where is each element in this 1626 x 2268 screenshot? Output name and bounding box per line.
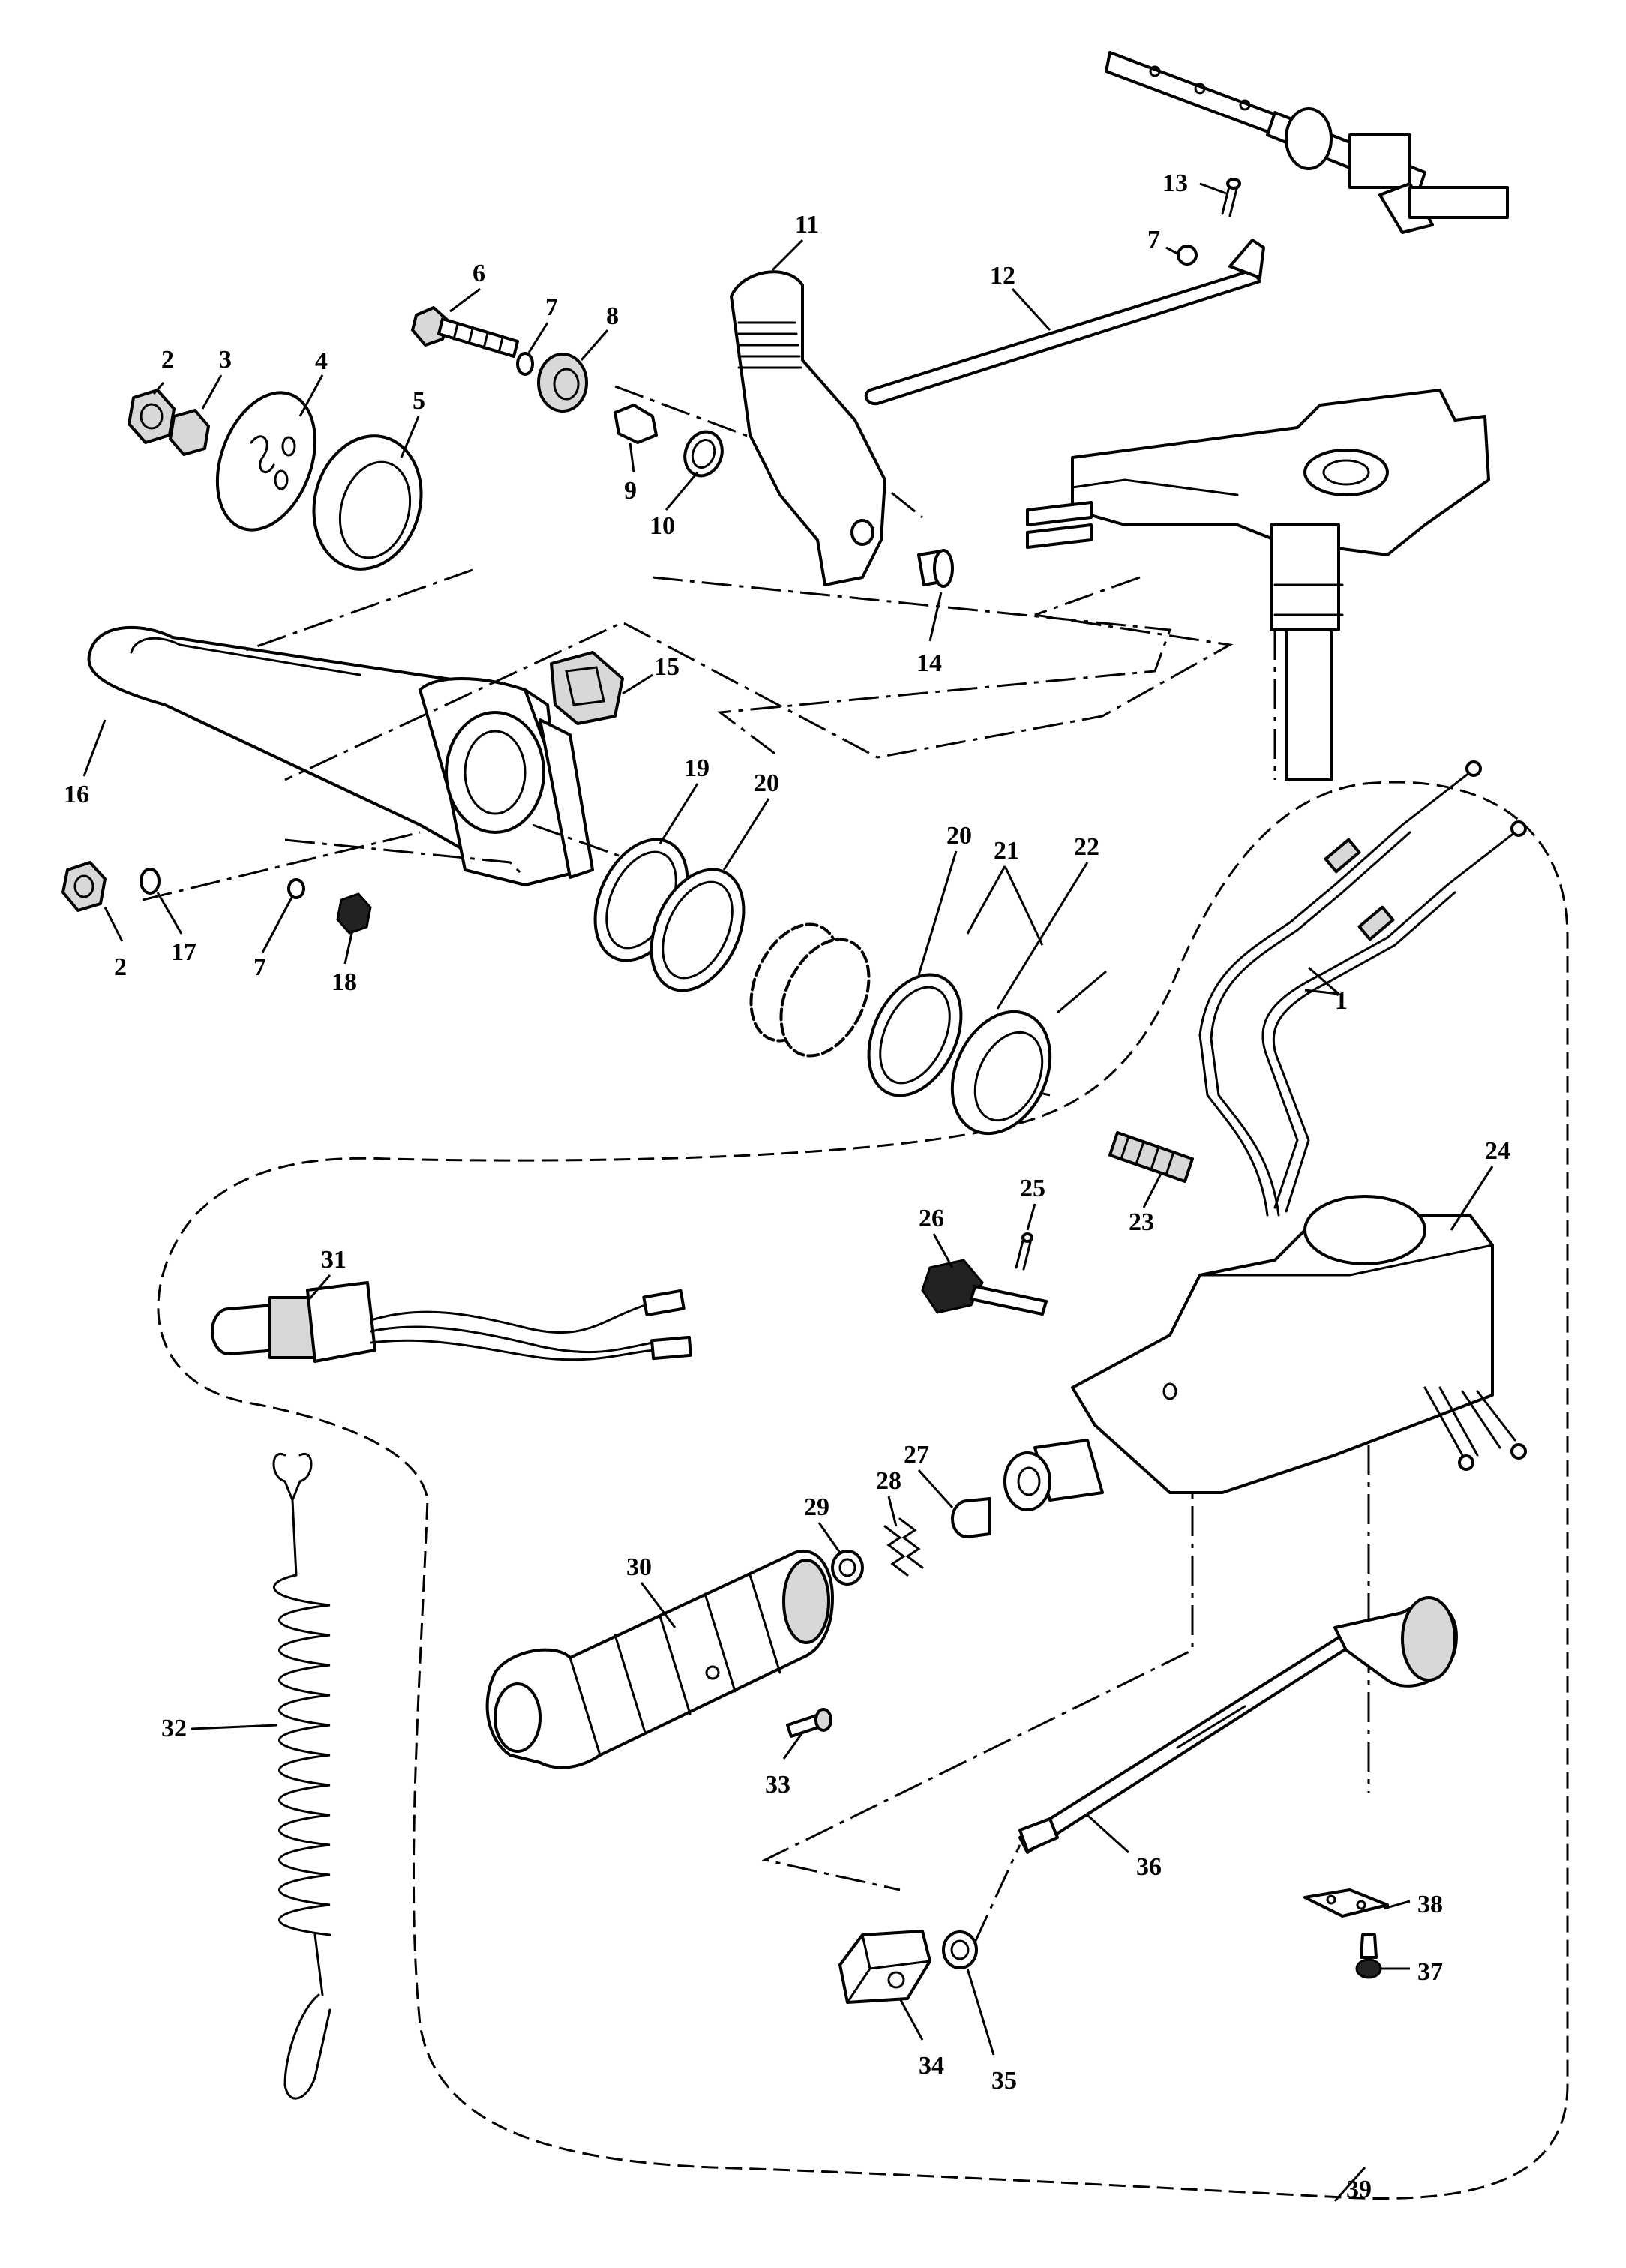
callout-labels: 1 2 3 4 5 6 7 8 9 10 11 12 13 7 14 15 16… xyxy=(64,170,1510,2204)
callout-22: 22 xyxy=(1074,833,1100,861)
screw-37 xyxy=(1355,1934,1382,1979)
washer-7-lower xyxy=(287,878,305,899)
callout-3: 3 xyxy=(219,346,232,374)
callout-19: 19 xyxy=(684,754,710,782)
pivot-14 xyxy=(917,549,954,588)
callout-7-upper: 7 xyxy=(545,293,558,321)
nut-3 xyxy=(169,409,210,456)
throttle-shaft-36 xyxy=(1018,1596,1458,1854)
callout-11: 11 xyxy=(795,211,819,238)
guide-line-1 xyxy=(239,568,473,654)
ring-20-a xyxy=(650,868,746,992)
shift-rod-12 xyxy=(864,238,1265,406)
callout-34: 34 xyxy=(919,2052,944,2080)
guide-block-34 xyxy=(838,1930,932,2004)
tiller-bracket-assembly xyxy=(1026,388,1490,782)
bracket-38 xyxy=(1304,1888,1389,1918)
callout-5: 5 xyxy=(412,387,425,415)
callout-1: 1 xyxy=(1335,987,1348,1015)
guide-line-6 xyxy=(532,824,638,864)
guide-line-9 xyxy=(974,1844,1022,1943)
callout-9: 9 xyxy=(624,477,637,505)
stop-switch-31 xyxy=(211,1281,692,1363)
clip-9 xyxy=(614,404,658,444)
washer-10 xyxy=(683,430,724,478)
callout-2-upper: 2 xyxy=(161,346,174,374)
nut-2-lower xyxy=(62,861,106,912)
leader-lines xyxy=(82,182,1494,2202)
lanyard-32 xyxy=(272,1452,332,2100)
friction-knob-26 xyxy=(921,1258,1048,1316)
guide-line-3 xyxy=(284,576,1234,782)
bushing-5 xyxy=(312,434,423,571)
stud-23 xyxy=(1108,1131,1194,1183)
callout-17: 17 xyxy=(171,938,196,966)
callout-29: 29 xyxy=(804,1493,830,1521)
callout-14: 14 xyxy=(916,650,942,677)
shift-lever-11 xyxy=(730,270,886,586)
callout-36: 36 xyxy=(1136,1853,1162,1881)
callout-23: 23 xyxy=(1129,1208,1154,1236)
callout-37: 37 xyxy=(1418,1958,1443,1986)
cotter-pin-13 xyxy=(1221,178,1241,218)
bushing-27 xyxy=(951,1497,992,1538)
callout-21: 21 xyxy=(994,837,1019,865)
callout-25: 25 xyxy=(1020,1174,1046,1202)
callout-2-lower: 2 xyxy=(114,953,127,981)
callout-35: 35 xyxy=(992,2067,1017,2095)
throttle-grip-30 xyxy=(485,1550,834,1769)
callout-38: 38 xyxy=(1418,1891,1443,1918)
guide-line-2 xyxy=(652,576,1172,759)
nut-2-upper xyxy=(128,388,176,444)
bushing-22 xyxy=(950,1010,1052,1136)
washer-29 xyxy=(831,1550,864,1586)
bushing-8 xyxy=(537,352,588,412)
callout-27: 27 xyxy=(904,1441,929,1468)
wave-springs-21 xyxy=(749,922,871,1058)
washer-7-upper xyxy=(516,352,534,376)
callout-18: 18 xyxy=(332,968,357,996)
ring-20-b xyxy=(867,973,963,1097)
callout-10: 10 xyxy=(650,512,675,540)
callout-30: 30 xyxy=(626,1553,652,1581)
callout-20-a: 20 xyxy=(754,770,779,797)
callout-13: 13 xyxy=(1162,170,1188,197)
callout-15: 15 xyxy=(654,653,680,681)
spring-28 xyxy=(884,1517,924,1576)
cotter-pin-25 xyxy=(1015,1232,1034,1270)
shaft-linkage-top xyxy=(1105,51,1509,234)
washer-17 xyxy=(140,868,160,895)
guide-line-5 xyxy=(142,831,421,902)
callout-31: 31 xyxy=(321,1246,346,1274)
callout-12: 12 xyxy=(990,262,1016,290)
friction-plate-4 xyxy=(215,391,317,532)
bolt-6 xyxy=(411,306,519,358)
screw-33 xyxy=(786,1708,832,1738)
callout-20-b: 20 xyxy=(946,822,972,850)
damper-15 xyxy=(550,651,624,725)
callout-28: 28 xyxy=(876,1467,902,1495)
callout-6: 6 xyxy=(472,260,485,287)
callout-32: 32 xyxy=(161,1714,187,1742)
callout-7-top: 7 xyxy=(1148,226,1160,254)
throttle-cables-1 xyxy=(1198,760,1527,1216)
washer-7-top xyxy=(1177,244,1198,266)
callout-39: 39 xyxy=(1346,2176,1372,2204)
washer-35 xyxy=(942,1930,978,1970)
callout-24: 24 xyxy=(1485,1137,1510,1165)
callout-8: 8 xyxy=(606,302,619,330)
callout-26: 26 xyxy=(919,1204,944,1232)
callout-7-lower: 7 xyxy=(254,953,266,981)
tiller-housing-24 xyxy=(1004,1195,1527,1511)
callout-4: 4 xyxy=(315,347,328,375)
callout-33: 33 xyxy=(765,1771,790,1798)
nut-18 xyxy=(336,892,372,934)
callout-16: 16 xyxy=(64,781,89,808)
